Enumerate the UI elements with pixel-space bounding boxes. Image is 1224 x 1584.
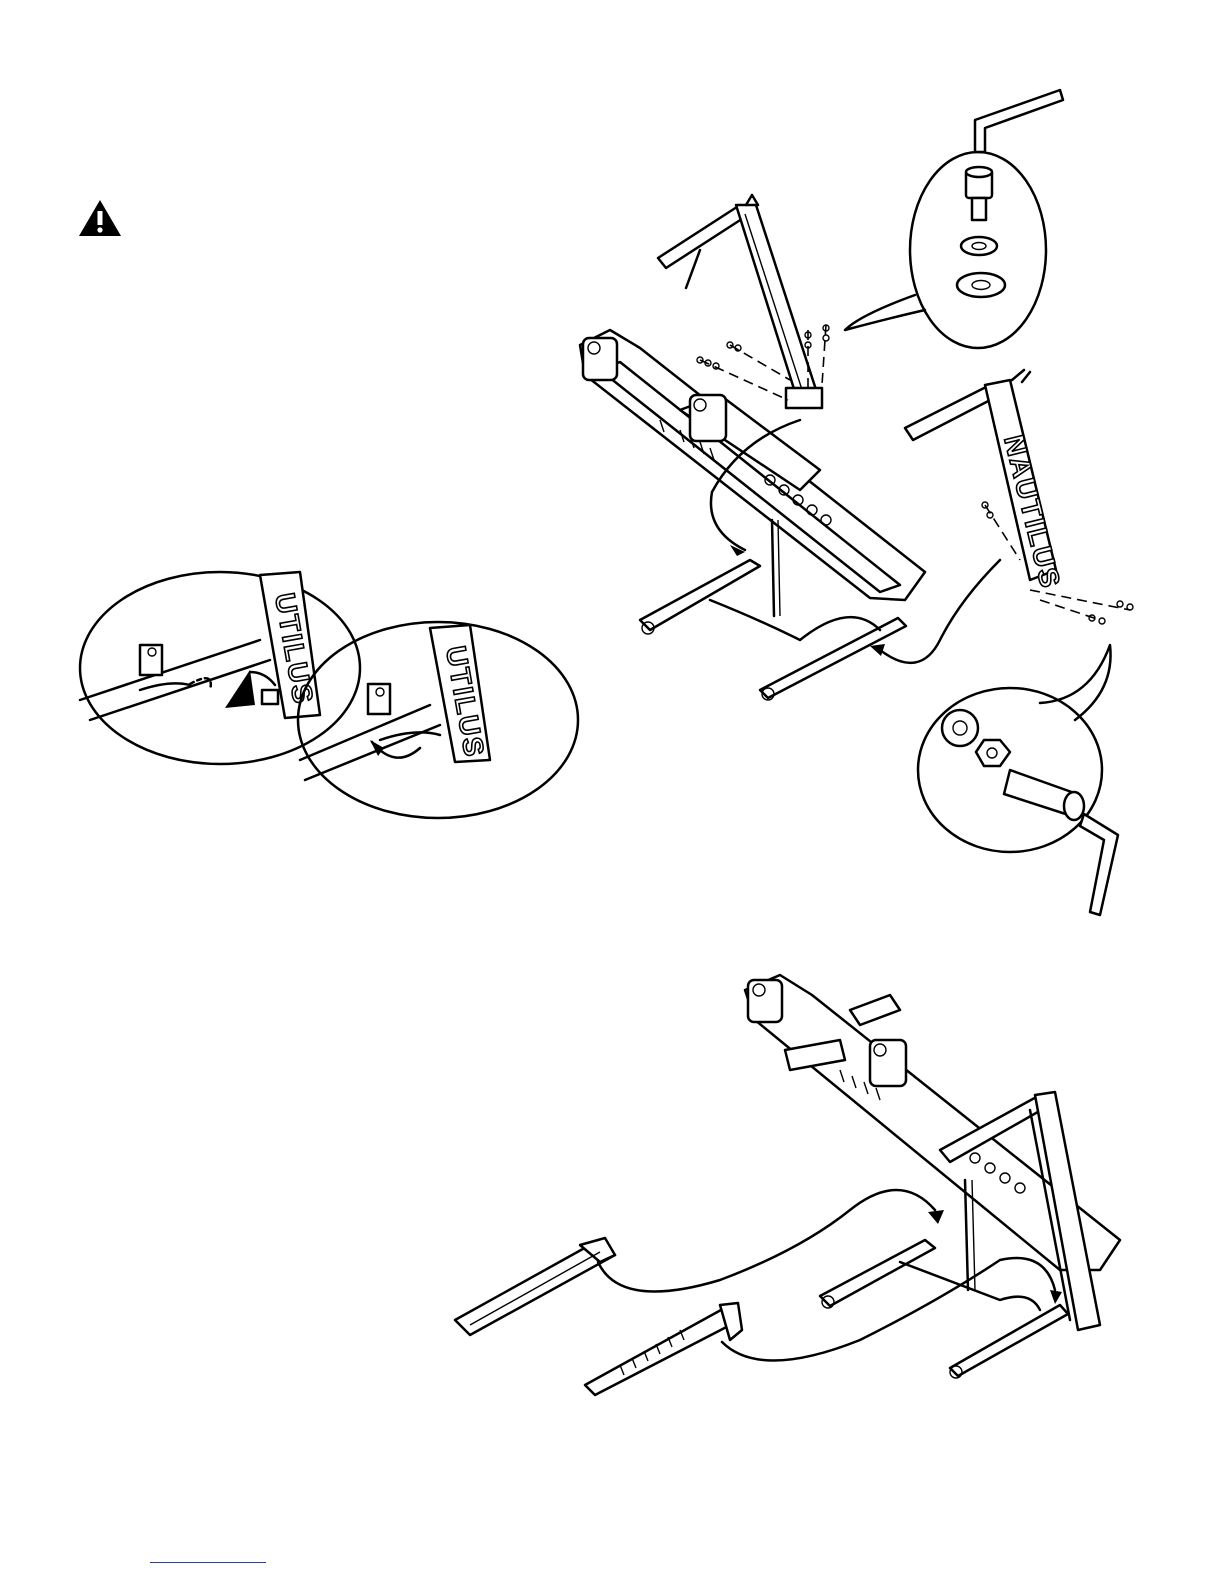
upright-installation-diagram: NAUTILUS [580, 195, 1133, 700]
motor-hood-side-rail-diagram [455, 975, 1120, 1395]
footer-link-underline[interactable] [150, 1562, 266, 1563]
detail-bubble-bolt-washers-top [845, 90, 1063, 348]
brand-wordmark-right-upright: NAUTILUS [998, 432, 1066, 592]
detail-bubble-bolt-washers-bottom [918, 645, 1118, 915]
detail-bubble-cable-connect-b: UTILUS [298, 622, 578, 818]
warning-triangle-icon [79, 200, 121, 236]
